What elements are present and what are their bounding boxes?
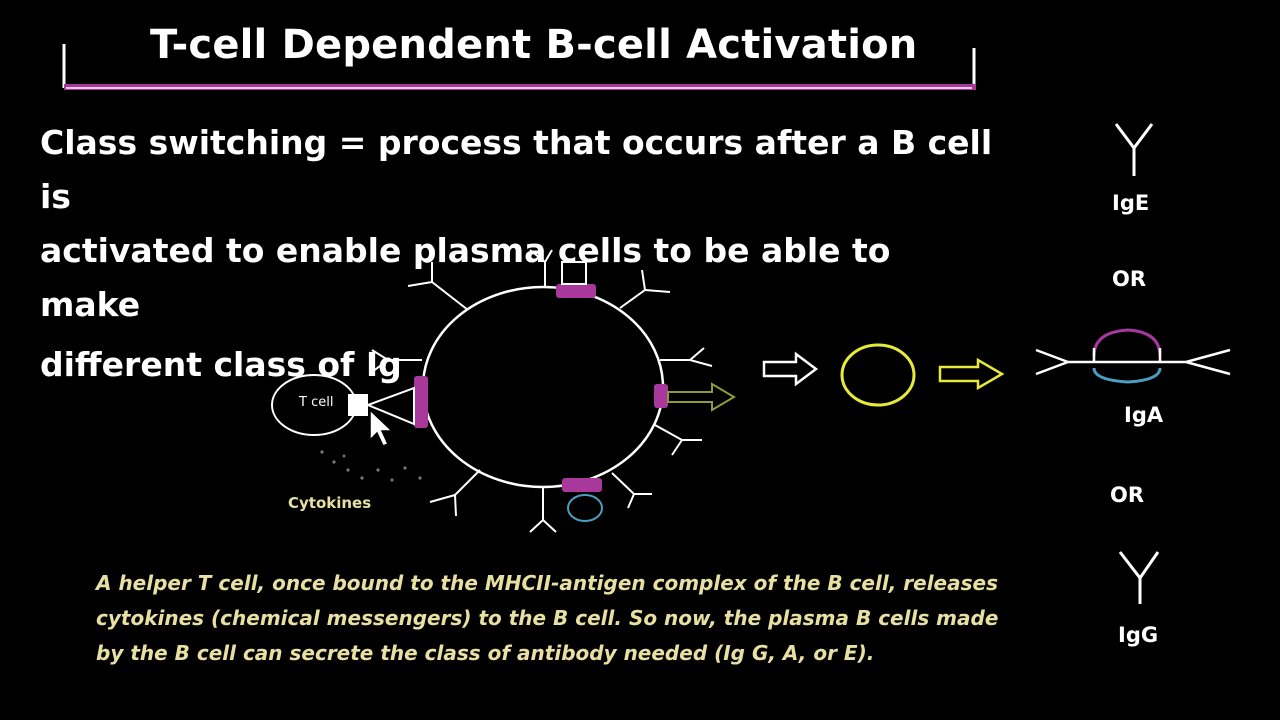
t-cell-label: T cell [298,395,333,410]
yellow-arrow-icon [938,357,1005,391]
cytokines-label: Cytokines [288,494,371,512]
definition-line: activated to enable plasma cells to be a… [40,231,891,324]
b-cell-surface-antibodies [371,249,713,533]
plasma-cell [840,343,916,407]
slide-title: T-cell Dependent B-cell Activation [150,22,918,68]
title-frame [62,44,976,90]
cytokine-dots [320,450,422,482]
caption-line: cytokines (chemical messengers) to the B… [96,606,999,630]
or-label-2: OR [1110,483,1144,507]
t-cell [271,374,415,436]
ige-label: IgE [1112,191,1149,215]
white-arrow-icon [762,351,819,387]
mouse-cursor-icon [369,408,394,447]
igg-label: IgG [1118,623,1158,647]
explanation-caption: A helper T cell, once bound to the MHCII… [96,566,1076,671]
ige-antibody-icon [1114,123,1154,176]
or-label-1: OR [1112,267,1146,291]
class-switching-definition: Class switching = process that occurs af… [40,116,1000,392]
caption-line: A helper T cell, once bound to the MHCII… [96,571,998,595]
caption-line: by the B cell can secrete the class of a… [96,641,875,665]
mhc-antigen-complexes [414,261,668,522]
iga-label: IgA [1124,403,1164,427]
igg-antibody-icon [1118,551,1160,604]
definition-line: Class switching = process that occurs af… [40,123,993,216]
definition-line: different class of Ig [40,345,402,384]
olive-arrow-icon [667,382,736,412]
iga-antibody-icon [1035,328,1231,384]
